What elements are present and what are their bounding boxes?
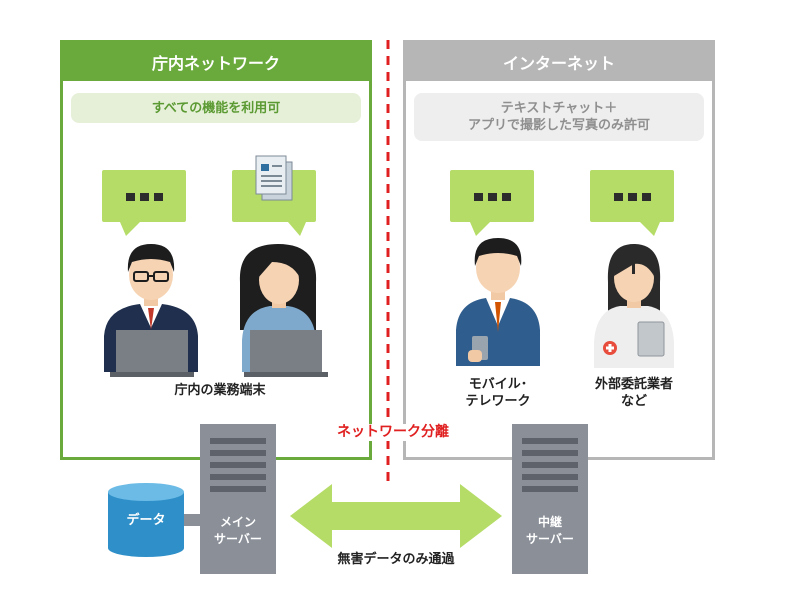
lg-network-title: 庁内ネットワーク [63, 43, 369, 81]
internet-subtitle-line2: アプリで撮影した写真のみ許可 [467, 118, 650, 133]
document-icon [255, 155, 293, 201]
speech-bubble-3 [450, 170, 534, 236]
external-contractor-caption: 外部委託業者 など [594, 377, 673, 409]
mobile-worker-icon [456, 238, 540, 366]
main-server-label: メイン サーバー [214, 515, 262, 546]
internet-subtitle: テキストチャット＋ アプリで撮影した写真のみ許可 [414, 93, 704, 141]
speech-bubble-4 [590, 170, 674, 236]
internet-subtitle-line1: テキストチャット＋ [500, 101, 618, 116]
lg-network-subtitle: すべての機能を利用可 [71, 93, 361, 123]
database-icon [108, 483, 202, 557]
harmless-data-label: 無害データのみ通過 [337, 552, 455, 567]
external-contractor-icon [594, 244, 674, 368]
main-server-icon [200, 424, 276, 574]
network-separation-label: ネットワーク分離 [318, 424, 468, 441]
relay-server-label: 中継 サーバー [526, 515, 574, 546]
data-transfer-arrow [290, 484, 502, 548]
speech-bubble-1 [102, 170, 186, 236]
internet-title: インターネット [406, 43, 712, 81]
database-label: データ [126, 513, 166, 528]
lg-terminal-caption: 庁内の業務端末 [174, 383, 266, 398]
office-worker-female-icon [239, 244, 328, 377]
office-worker-male-icon [104, 244, 198, 377]
mobile-telework-caption: モバイル･ テレワーク [465, 377, 531, 409]
relay-server-icon [512, 424, 588, 574]
